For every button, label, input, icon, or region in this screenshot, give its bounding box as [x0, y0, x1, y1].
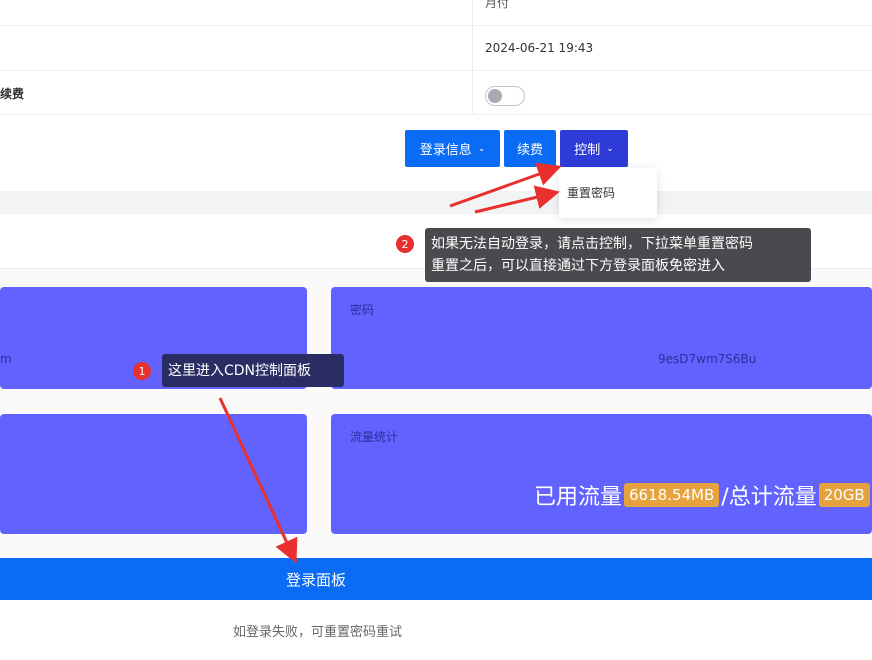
traffic-summary: 已用流量 6618.54MB /总计流量 20GB [534, 479, 872, 511]
expiry-value: 2024-06-21 19:43 [485, 41, 594, 55]
login-panel-button[interactable]: 登录面板 [0, 558, 872, 600]
annotation-tooltip-2: 如果无法自动登录，请点击控制，下拉菜单重置密码 重置之后，可以直接通过下方登录面… [425, 228, 811, 282]
reset-password-menu-item[interactable]: 重置密码 [567, 186, 616, 200]
used-traffic-badge: 6618.54MB [624, 483, 720, 507]
annotation-badge-1: 1 [133, 362, 151, 380]
info-row-billing-cycle: 月付 [0, 0, 872, 26]
password-card: 密码 9esD7wm7S6Bu [331, 287, 872, 389]
annotation-badge-2: 2 [396, 235, 414, 253]
control-label: 控制 [574, 143, 601, 158]
password-label: 密码 [350, 303, 375, 317]
annotation-tooltip-1: 这里进入CDN控制面板 [162, 354, 344, 387]
info-row-expiry: 2024-06-21 19:43 [0, 26, 872, 71]
total-traffic-badge: 20GB [818, 483, 870, 507]
login-info-button[interactable]: 登录信息 ⌄ [405, 130, 500, 167]
total-traffic-label: /总计流量 [721, 485, 817, 510]
chevron-down-icon: ⌄ [477, 143, 486, 154]
section-divider-strip [0, 191, 872, 214]
chevron-down-icon: ⌄ [606, 143, 614, 154]
login-hint-text: 如登录失败，可重置密码重试 [233, 625, 403, 640]
login-panel-label: 登录面板 [286, 571, 347, 589]
control-button[interactable]: 控制 ⌄ [560, 130, 628, 167]
login-info-label: 登录信息 [419, 143, 472, 158]
auto-renew-label: 续费 [0, 87, 25, 101]
auto-renew-toggle[interactable] [485, 86, 525, 106]
renew-label: 续费 [516, 143, 543, 158]
info-card-blank [0, 414, 307, 534]
password-value[interactable]: 9esD7wm7S6Bu [658, 352, 757, 366]
info-row-auto-renew: 续费 [0, 71, 872, 115]
billing-cycle-value: 月付 [485, 0, 510, 10]
tooltip-2-line1: 如果无法自动登录，请点击控制，下拉菜单重置密码 [431, 236, 753, 252]
toggle-knob [488, 89, 502, 103]
account-value-fragment: m [0, 352, 12, 366]
used-traffic-label: 已用流量 [534, 485, 623, 510]
traffic-card: 流量统计 已用流量 6618.54MB /总计流量 20GB [331, 414, 872, 534]
tooltip-2-line2: 重置之后，可以直接通过下方登录面板免密进入 [431, 258, 725, 274]
control-dropdown-menu: 重置密码 [559, 168, 657, 218]
traffic-label: 流量统计 [350, 430, 399, 444]
tooltip-1-text: 这里进入CDN控制面板 [168, 363, 312, 379]
renew-button[interactable]: 续费 [504, 130, 556, 167]
